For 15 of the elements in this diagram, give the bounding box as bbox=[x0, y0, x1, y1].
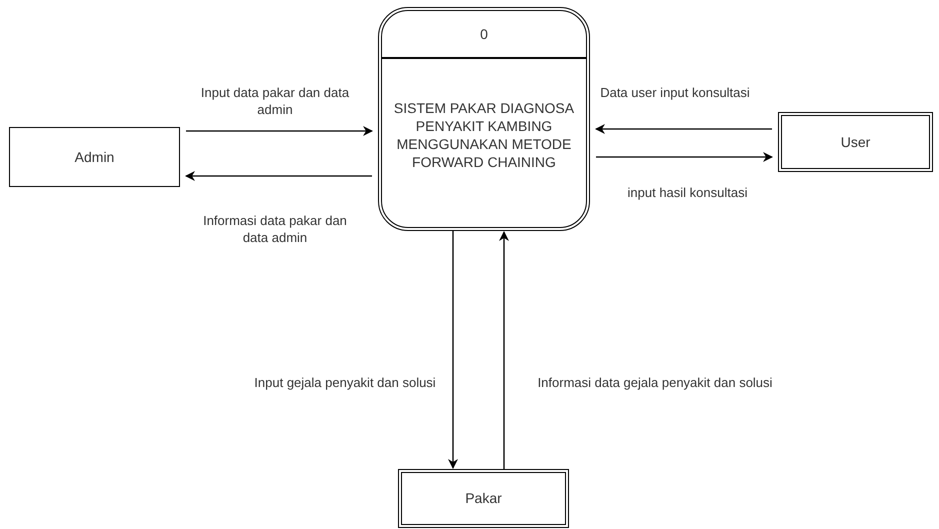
entity-name: Admin bbox=[74, 148, 114, 166]
arrow bbox=[595, 124, 772, 134]
external-entity-box bbox=[778, 112, 933, 172]
arrow bbox=[499, 231, 509, 469]
arrow bbox=[186, 126, 373, 136]
process-box bbox=[378, 7, 590, 231]
process-name: SISTEM PAKAR DIAGNOSA PENYAKIT KAMBING MENGGUNAKAN METODE FORWARD CHAINING bbox=[392, 99, 576, 171]
entity-name: User bbox=[840, 132, 870, 152]
entity-name: Pakar bbox=[465, 489, 502, 508]
process-number: 0 bbox=[480, 24, 488, 44]
external-entity-box bbox=[9, 127, 180, 187]
arrow bbox=[448, 231, 458, 469]
arrow bbox=[185, 171, 372, 181]
arrow bbox=[596, 152, 773, 162]
external-entity-box bbox=[398, 469, 569, 528]
